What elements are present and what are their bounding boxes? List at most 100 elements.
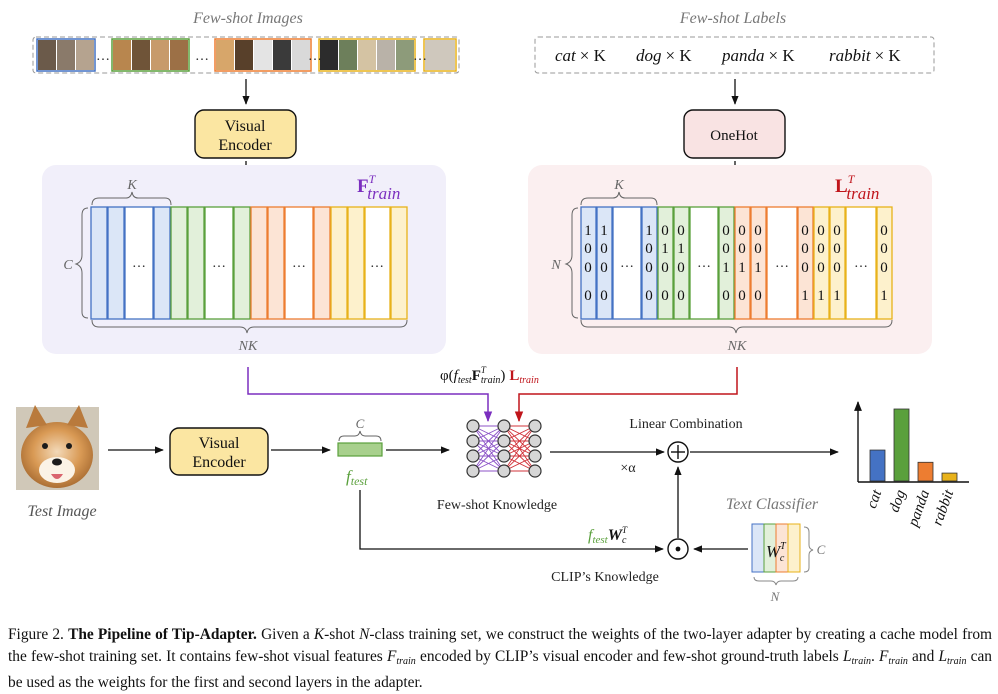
onehot-digit: 0	[600, 260, 608, 276]
caption-l-sub-2: train	[947, 655, 967, 667]
text-classifier-n-label: N	[770, 589, 781, 604]
visual-encoder-bottom-line1: Visual	[199, 435, 240, 452]
caption-text-1: Given a	[261, 626, 310, 643]
label-panda: panda× K	[721, 46, 795, 65]
onehot-digit: 0	[833, 260, 841, 276]
onehot-digit: 1	[833, 288, 841, 304]
onehot-label: OneHot	[710, 128, 758, 144]
linear-combination-label: Linear Combination	[629, 417, 742, 432]
visual-encoder-top-line1: Visual	[225, 118, 266, 135]
logit-label-panda: panda	[905, 488, 933, 530]
onehot-digit: 0	[661, 288, 669, 304]
f-test-label: ftest	[346, 467, 368, 488]
few-shot-images-frame	[32, 36, 460, 74]
image-strip-dots-3: …	[308, 49, 322, 64]
f-test-brace	[338, 430, 382, 442]
caption-f-2: F	[879, 647, 889, 665]
f-train-c-label: C	[63, 258, 73, 273]
logit-bar-rabbit	[941, 472, 958, 482]
times-alpha-label: ×α	[620, 461, 636, 476]
visual-encoder-top	[194, 109, 297, 159]
l-train-n-brace	[564, 207, 579, 319]
caption-fig: Figure 2.	[8, 626, 64, 643]
f-test-dim-label: C	[356, 416, 365, 431]
onehot-digit: 1	[661, 241, 669, 257]
f-train-dots-1: …	[132, 256, 146, 271]
onehot-digit: 1	[754, 260, 762, 276]
caption-text-4: encoded by CLIP’s visual encoder and few…	[419, 647, 839, 665]
caption-text-3: -class training set, we construct the we…	[8, 626, 992, 665]
dot-operator-center	[675, 546, 681, 552]
label-rabbit: rabbit× K	[829, 46, 901, 65]
onehot-digit: 0	[754, 223, 762, 239]
caption-l-2: L	[938, 647, 948, 665]
onehot-digit: 0	[722, 241, 730, 257]
f-train-c-brace	[74, 207, 89, 319]
text-classifier-n-brace	[753, 576, 799, 586]
logit-bar-panda	[917, 461, 934, 482]
l-train-k-brace	[580, 191, 658, 206]
test-image	[16, 405, 99, 490]
onehot-digit: 0	[880, 241, 888, 257]
text-classifier-c-label: C	[817, 542, 826, 557]
caption-k: K	[313, 626, 325, 643]
l-train-dots-3: …	[775, 256, 789, 271]
onehot-digit: 0	[817, 223, 825, 239]
onehot-digit: 0	[738, 288, 746, 304]
few-shot-knowledge-label: Few-shot Knowledge	[437, 498, 557, 513]
onehot-digit: 0	[833, 241, 841, 257]
caption-n: N	[359, 626, 370, 643]
image-strip-groups	[36, 38, 457, 72]
onehot-digit: 0	[722, 288, 730, 304]
onehot-digit: 1	[738, 260, 746, 276]
logit-bar-cat	[869, 449, 886, 482]
l-train-dots-4: …	[854, 256, 868, 271]
f-train-dots-4: …	[370, 256, 384, 271]
onehot-digit: 0	[738, 241, 746, 257]
onehot-digit: 0	[584, 260, 592, 276]
f-train-matrix	[90, 206, 408, 320]
f-train-dots-2: …	[212, 256, 226, 271]
onehot-digit: 0	[801, 223, 809, 239]
onehot-digit: 0	[584, 241, 592, 257]
visual-encoder-bottom-line2: Encoder	[192, 454, 246, 471]
caption-f-sub-2: train	[888, 655, 908, 667]
caption-text-6: and	[912, 647, 935, 665]
label-dog: dog× K	[636, 46, 692, 65]
adapter-network	[466, 419, 542, 478]
arrow-ltrain-to-network	[514, 367, 738, 423]
f-train-nk-label: NK	[238, 339, 258, 354]
few-shot-images-title: Few-shot Images	[192, 10, 303, 27]
l-train-nk-label: NK	[727, 339, 747, 354]
l-train-dots-1: …	[620, 256, 634, 271]
l-train-onehot-digits: 1000100010000100010000100010001000010001…	[584, 223, 888, 304]
onehot-digit: 0	[801, 241, 809, 257]
caption-l-sub: train	[851, 655, 871, 667]
f-train-dots-3: …	[292, 256, 306, 271]
onehot-digit: 0	[677, 260, 685, 276]
onehot-digit: 0	[722, 223, 730, 239]
f-train-nk-brace	[91, 319, 408, 334]
logit-label-cat: cat	[864, 487, 886, 510]
l-train-nk-brace	[580, 319, 893, 334]
test-image-label: Test Image	[27, 503, 96, 520]
image-strip-dots-4: …	[413, 49, 427, 64]
figure-caption: Figure 2. The Pipeline of Tip-Adapter. G…	[8, 624, 992, 694]
onehot-digit: 0	[754, 241, 762, 257]
onehot-digit: 0	[880, 260, 888, 276]
arrow-ftest-to-dot	[359, 490, 664, 553]
onehot-digit: 0	[738, 223, 746, 239]
onehot-digit: 1	[645, 223, 653, 239]
caption-l: L	[842, 647, 852, 665]
onehot-digit: 1	[817, 288, 825, 304]
onehot-digit: 0	[600, 288, 608, 304]
caption-text-2: -shot	[324, 626, 355, 643]
text-classifier-matrix	[751, 523, 801, 573]
logit-label-rabbit: rabbit	[930, 487, 958, 528]
